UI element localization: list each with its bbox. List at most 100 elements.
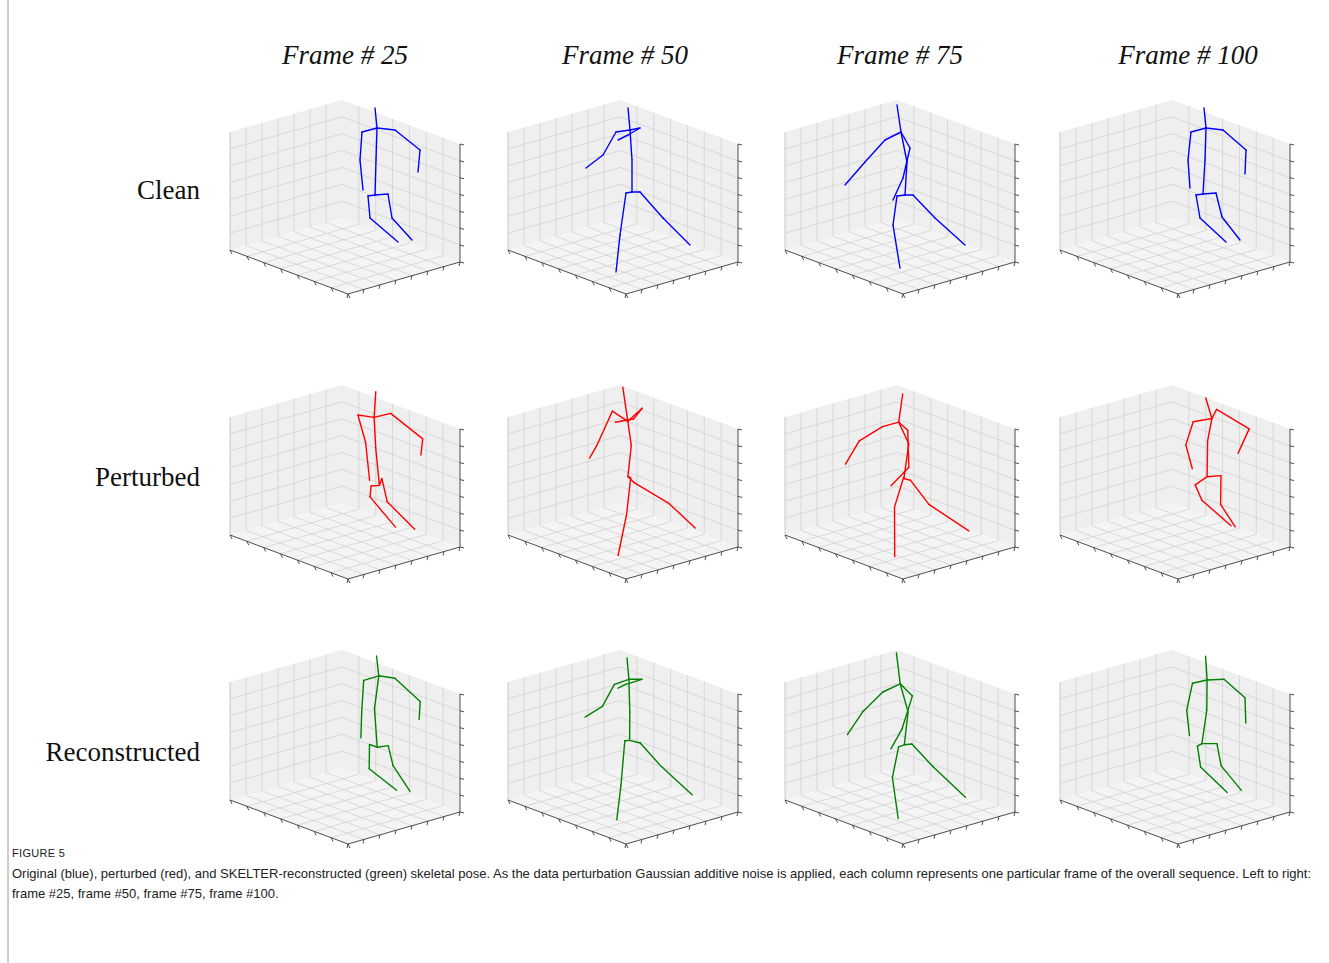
skeleton-bone — [1238, 429, 1249, 454]
grid-line — [1205, 398, 1206, 516]
grid-line — [1222, 404, 1223, 522]
grid-line — [947, 119, 948, 237]
grid-line — [1205, 113, 1206, 231]
tick-mark — [592, 831, 594, 835]
grid-line — [443, 423, 444, 541]
axis-line — [738, 694, 739, 812]
grid-line — [1172, 184, 1290, 228]
grid-line — [1124, 114, 1125, 232]
tick-mark — [460, 161, 464, 162]
grid-line — [588, 394, 589, 512]
tick-mark — [1290, 778, 1294, 779]
grid-line — [1060, 684, 1172, 716]
axis-line — [626, 262, 738, 294]
tick-mark — [1273, 817, 1274, 821]
axis-line — [230, 417, 231, 535]
skeleton-bone — [1197, 744, 1202, 747]
grid-line — [636, 106, 637, 224]
grid-line — [294, 399, 295, 517]
axis-line — [460, 429, 461, 547]
tick-mark — [738, 547, 742, 548]
tick-mark — [673, 565, 674, 569]
tick-mark — [395, 280, 396, 284]
axis-line — [1060, 250, 1178, 294]
tick-mark — [459, 262, 460, 266]
grid-line — [1256, 131, 1257, 249]
grid-line — [801, 412, 802, 530]
grid-line — [508, 469, 620, 501]
skeleton-bone — [846, 441, 860, 464]
skeleton-bone — [585, 706, 602, 717]
tick-mark — [1077, 806, 1079, 810]
grid-line — [342, 717, 460, 761]
skeleton-bone — [368, 196, 370, 218]
tick-mark — [902, 294, 903, 298]
skeleton-bone — [375, 194, 388, 195]
skeleton-figure — [586, 108, 690, 272]
grid-line — [1140, 227, 1258, 271]
tick-mark — [460, 547, 464, 548]
grid-line — [881, 105, 882, 223]
grid-line — [1172, 684, 1290, 728]
grid-line — [342, 667, 460, 711]
axis-line — [1060, 682, 1061, 800]
grid-line — [342, 751, 460, 795]
skeleton-bone — [625, 740, 630, 742]
grid-line — [1092, 408, 1093, 526]
grid-line — [508, 117, 620, 149]
tick-mark — [1290, 761, 1294, 762]
tick-mark — [460, 429, 464, 430]
tick-mark — [427, 821, 428, 825]
tick-mark — [738, 812, 742, 813]
skeleton-bone — [618, 135, 628, 140]
figure-number: FIGURE 5 — [12, 847, 65, 859]
grid-line — [897, 151, 1015, 195]
grid-line — [230, 667, 342, 699]
skeleton-bone — [1221, 766, 1241, 791]
axes-3d — [230, 100, 464, 298]
tick-mark — [230, 250, 232, 254]
tick-mark — [348, 294, 350, 298]
grid-line — [897, 486, 1015, 530]
skeleton-bone — [885, 132, 901, 140]
tick-mark — [1015, 761, 1019, 762]
grid-line — [1076, 245, 1194, 289]
tick-mark — [1177, 579, 1178, 583]
tick-mark — [1111, 269, 1113, 273]
tick-mark — [886, 838, 888, 842]
axis-line — [348, 262, 460, 294]
grid-line — [964, 675, 965, 793]
tick-mark — [1015, 446, 1019, 447]
tick-mark — [1290, 547, 1294, 548]
tick-mark — [673, 280, 674, 284]
tick-mark — [738, 144, 742, 145]
grid-line — [572, 664, 573, 782]
tick-mark — [738, 178, 742, 179]
tick-mark — [1144, 831, 1146, 835]
tick-mark — [1290, 812, 1294, 813]
grid-line — [620, 469, 738, 513]
skeleton-bone — [1203, 193, 1216, 194]
tick-mark — [347, 844, 348, 848]
skeleton-bone — [375, 709, 378, 748]
skeleton-bone — [903, 148, 910, 178]
tick-mark — [738, 761, 742, 762]
skeleton-bone — [1187, 710, 1190, 735]
skeleton-bone — [366, 442, 370, 480]
grid-line — [897, 667, 1015, 711]
tick-mark — [982, 821, 983, 825]
tick-mark — [1015, 161, 1019, 162]
grid-line — [1156, 390, 1157, 508]
grid-line — [604, 390, 605, 508]
grid-line — [1256, 416, 1257, 534]
skeleton-bone — [616, 130, 630, 132]
axis-line — [785, 682, 786, 800]
axis-line — [1178, 547, 1290, 579]
grid-line — [230, 751, 342, 783]
tick-mark — [950, 830, 951, 834]
skeleton-bone — [929, 504, 969, 530]
skeleton-bone — [891, 467, 909, 485]
tick-mark — [1273, 267, 1274, 271]
grid-line — [1060, 701, 1172, 733]
grid-line — [310, 512, 428, 556]
